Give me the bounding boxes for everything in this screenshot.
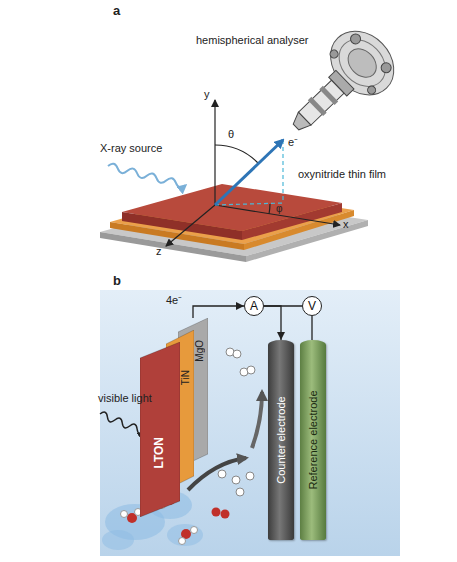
axis-label: z [156,245,162,257]
node-text: MgO [195,340,205,362]
hydrogen-molecules [218,348,255,496]
voltmeter-symbol: V [302,296,322,316]
angle-label: θ [228,128,234,140]
light-label: visible light [98,392,152,404]
electron-count: 4e⁻ [166,294,182,306]
reaction-arrow [188,458,246,490]
wire [264,305,302,306]
proton-arrow [252,392,262,448]
layer-face [140,342,180,517]
node-text: V [308,300,316,312]
wire [193,306,244,318]
counter-electrode: Counter electrode [268,340,294,540]
wire [311,316,312,340]
node-text: TiN [181,370,191,385]
electron-arrow [215,140,283,205]
photoanode-layer: LTON [140,342,180,517]
node-text: Counter electrode [276,396,287,483]
ammeter-symbol: A [244,296,264,316]
electron-label: e⁻ [288,136,298,148]
source-label: X-ray source [100,142,162,154]
xray-wave [107,163,186,189]
oxygen-molecule [212,508,230,519]
film-label: oxynitride thin film [298,168,386,180]
node-text: A [250,300,258,312]
node-text: LTON [153,437,165,469]
projection-lines [215,140,283,205]
electrolyte [100,290,400,556]
wire [264,306,281,340]
node-text: Reference electrode [308,390,319,489]
light-wave [99,411,146,435]
axis-label: x [343,218,349,230]
panel-letter: b [113,274,121,288]
axis-label: y [204,88,210,100]
panel-letter: a [113,4,120,18]
reference-electrode: Reference electrode [300,340,326,540]
angle-label: φ [276,203,282,214]
layer-outline [140,342,180,517]
analyser-label: hemispherical analyser [196,34,309,46]
thin-film-stack [100,184,368,262]
